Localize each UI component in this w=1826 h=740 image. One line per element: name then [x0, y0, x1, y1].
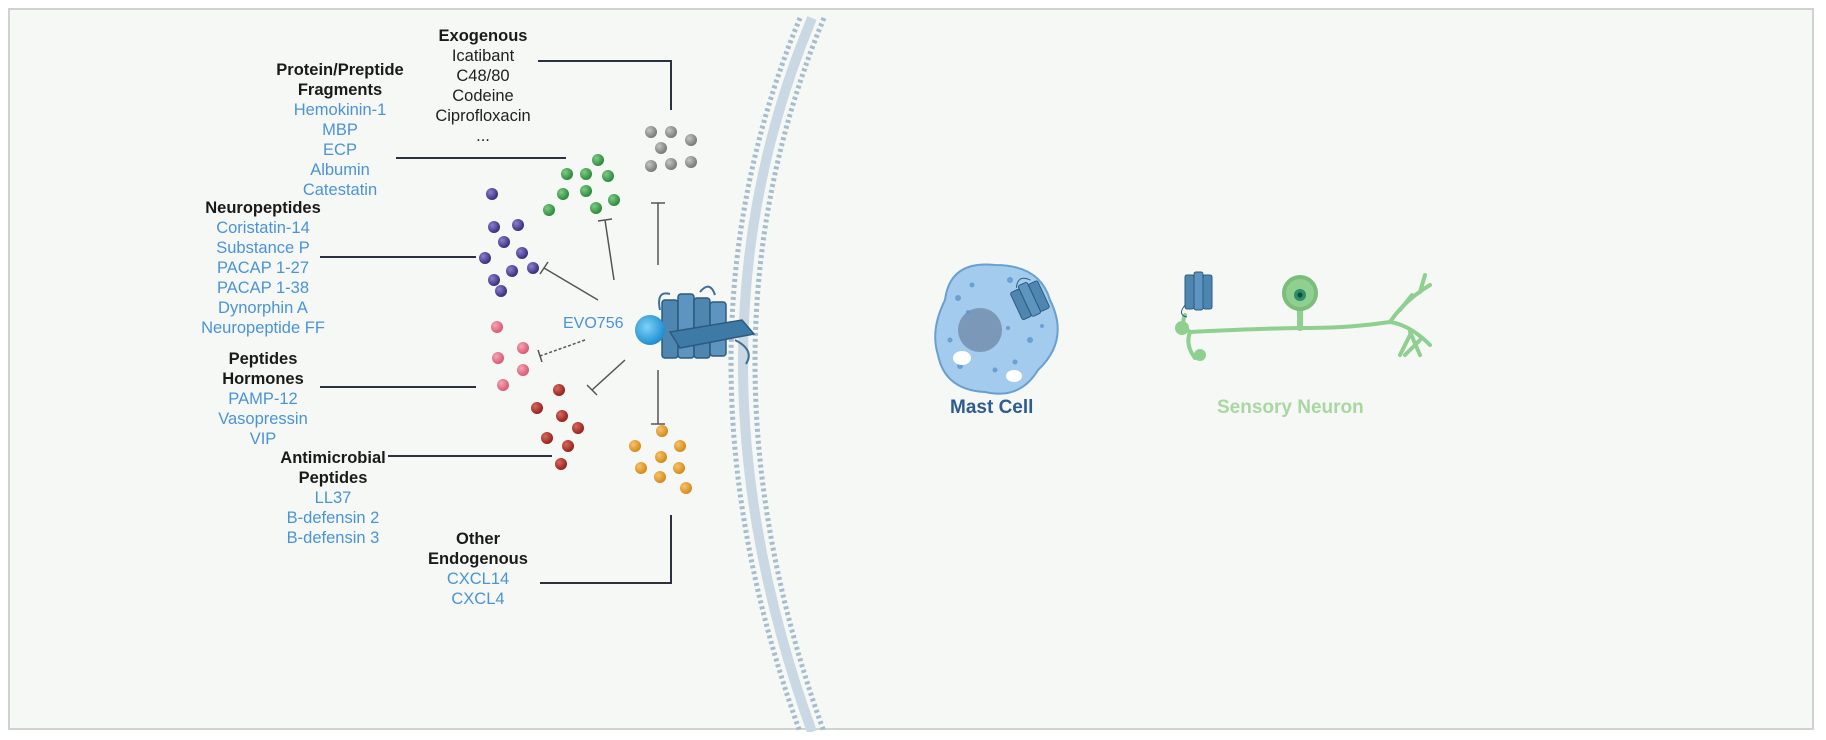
- other-endogenous-item: CXCL14: [446, 570, 510, 588]
- inhibitor-label: EVO756: [563, 315, 624, 332]
- ligands-orange: [629, 425, 692, 494]
- protein-fragment-item: Catestatin: [302, 181, 378, 199]
- receptor-icon: [635, 285, 756, 365]
- other-endogenous-heading: Endogenous: [428, 550, 528, 568]
- exogenous-group: Exogenous Icatibant C48/80 Codeine Cipro…: [428, 26, 538, 146]
- exogenous-heading: Exogenous: [438, 27, 528, 45]
- cell-membrane: [728, 16, 827, 732]
- neuropeptide-item: PACAP 1-27: [216, 259, 310, 277]
- peptide-hormone-item: Vasopressin: [218, 410, 308, 428]
- protein-fragment-item: MBP: [322, 121, 358, 139]
- neuropeptides-heading: Neuropeptides: [205, 199, 321, 217]
- antimicrobial-item: B-defensin 2: [286, 509, 380, 527]
- ligands-gray: [645, 126, 697, 172]
- connector-lines: [320, 60, 672, 584]
- exogenous-item: Ciprofloxacin: [435, 107, 531, 125]
- exogenous-item: Icatibant: [451, 47, 515, 65]
- antimicrobial-heading: Antimicrobial: [280, 449, 386, 467]
- diagram-drawing: [320, 16, 1432, 732]
- neuron-receptor-icon: [1181, 271, 1213, 318]
- other-endogenous-group: Other Endogenous CXCL14 CXCL4: [423, 529, 533, 609]
- protein-fragments-group: Protein/Preptide Fragments Hemokinin-1 M…: [265, 60, 415, 200]
- protein-fragment-item: ECP: [323, 141, 357, 159]
- exogenous-item: Codeine: [452, 87, 514, 105]
- protein-fragment-item: Albumin: [310, 161, 370, 179]
- ligands-green: [543, 154, 620, 216]
- mast-cell-label: Mast Cell: [950, 397, 1034, 418]
- sensory-neuron-icon: [1175, 273, 1432, 361]
- other-endogenous-heading: Other: [455, 530, 500, 548]
- exogenous-item: ...: [476, 127, 490, 145]
- mast-cell-icon: [934, 263, 1059, 395]
- protein-fragments-heading: Protein/Preptide: [276, 61, 404, 79]
- inhibition-arrows: [537, 202, 665, 425]
- neuropeptides-group: Neuropeptides Coristatin-14 Substance P …: [188, 198, 338, 338]
- neuropeptide-item: Dynorphin A: [218, 299, 308, 317]
- neuropeptide-item: Neuropeptide FF: [201, 319, 325, 337]
- neuropeptide-item: Substance P: [216, 239, 310, 257]
- diagram-canvas: Exogenous Icatibant C48/80 Codeine Cipro…: [8, 8, 1814, 732]
- other-endogenous-item: CXCL4: [451, 590, 505, 608]
- protein-fragments-heading: Fragments: [297, 81, 383, 99]
- antimicrobial-heading: Peptides: [298, 469, 368, 487]
- ligands-red: [531, 384, 584, 470]
- exogenous-connector: [538, 60, 672, 110]
- ligands-purple: [479, 188, 539, 297]
- peptide-hormone-item: PAMP-12: [228, 390, 298, 408]
- inhibit-pink: [539, 339, 586, 357]
- peptide-hormone-item: VIP: [249, 430, 277, 448]
- antimicrobial-group: Antimicrobial Peptides LL37 B-defensin 2…: [268, 448, 398, 548]
- antimicrobial-item: LL37: [314, 489, 352, 507]
- peptide-hormones-heading: Hormones: [222, 370, 304, 388]
- inhibit-purple: [543, 267, 599, 301]
- protein-fragment-item: Hemokinin-1: [293, 101, 387, 119]
- inhibit-green: [604, 219, 615, 281]
- neuropeptide-item: Coristatin-14: [216, 219, 310, 237]
- peptide-hormones-heading: Peptides: [228, 350, 298, 368]
- exogenous-item: C48/80: [456, 67, 510, 85]
- inhibit-red: [591, 359, 626, 391]
- neuropeptide-item: PACAP 1-38: [216, 279, 310, 297]
- peptide-hormones-group: Peptides Hormones PAMP-12 Vasopressin VI…: [208, 349, 318, 449]
- ligands-pink: [491, 321, 529, 391]
- antimicrobial-item: B-defensin 3: [286, 529, 380, 547]
- sensory-neuron-label: Sensory Neuron: [1217, 397, 1364, 418]
- other-endogenous-connector: [540, 515, 672, 584]
